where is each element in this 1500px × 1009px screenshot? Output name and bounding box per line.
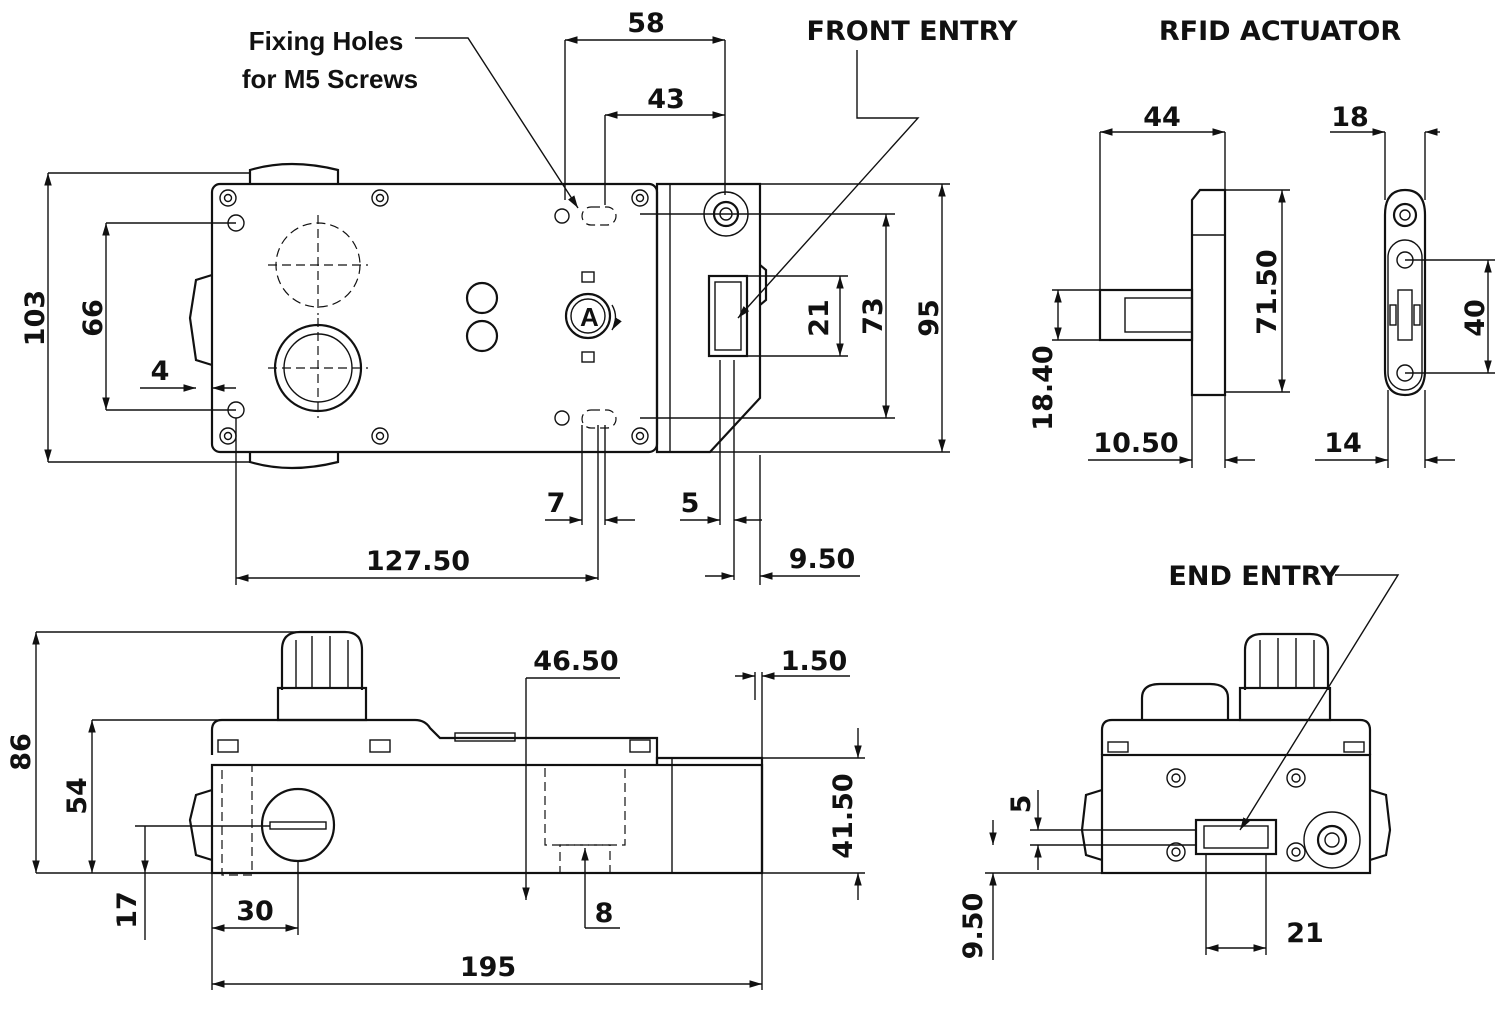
dim-17: 17 (112, 891, 143, 929)
dim-44: 44 (1143, 102, 1181, 133)
dim-7: 7 (547, 488, 566, 519)
dim-21-end: 21 (1286, 918, 1324, 949)
top-view-dimensions (44, 36, 950, 585)
dim-4: 4 (151, 356, 170, 387)
dim-73: 73 (858, 297, 889, 335)
side-view (188, 630, 764, 876)
dim-9-50-end: 9.50 (958, 893, 989, 960)
side-view-dimensions (32, 631, 865, 990)
led-indicator-icon (465, 281, 499, 315)
dim-1-50: 1.50 (781, 646, 848, 677)
fixing-holes-label-2: for M5 Screws (242, 64, 418, 94)
corner-screw-icon (219, 189, 649, 445)
dim-66: 66 (78, 299, 109, 337)
labels: Fixing Holes for M5 Screws FRONT ENTRY R… (6, 8, 1491, 983)
knob-icon (1243, 632, 1330, 690)
rfid-actuator-dimensions (1052, 128, 1495, 468)
dim-127-50: 127.50 (366, 546, 470, 577)
dim-40: 40 (1460, 299, 1491, 337)
end-screw-icon (1166, 768, 1306, 862)
rfid-actuator-front-view (1383, 188, 1427, 397)
screw-icon (260, 787, 336, 863)
dim-10-50: 10.50 (1093, 428, 1178, 459)
dim-9-50-top: 9.50 (789, 544, 856, 575)
rfid-actuator-side-view (1098, 188, 1227, 397)
dim-46-50: 46.50 (533, 646, 618, 677)
top-view: A (188, 162, 768, 470)
dim-54: 54 (62, 777, 93, 815)
dim-86: 86 (6, 733, 37, 771)
dim-95: 95 (914, 299, 945, 337)
knob-icon (280, 630, 364, 690)
dim-103: 103 (20, 290, 51, 346)
front-entry-heading: FRONT ENTRY (807, 16, 1018, 47)
key-lock-icon (564, 292, 612, 340)
dim-195: 195 (460, 952, 516, 983)
dim-8: 8 (595, 898, 614, 929)
dim-18-40: 18.40 (1028, 345, 1059, 430)
side-body-outline (210, 763, 764, 875)
dim-43: 43 (647, 84, 685, 115)
dim-18: 18 (1331, 102, 1369, 133)
dim-58: 58 (627, 8, 665, 39)
end-entry-heading: END ENTRY (1168, 561, 1340, 592)
dim-21-top: 21 (804, 299, 835, 337)
end-body-outline (1100, 753, 1372, 875)
end-hole-icon (1303, 811, 1361, 869)
dim-14: 14 (1324, 428, 1362, 459)
svg-text:A: A (580, 302, 599, 332)
actuator-head-outline (655, 182, 762, 454)
rfid-actuator-heading: RFID ACTUATOR (1159, 16, 1401, 47)
led-indicator-icon (465, 319, 499, 353)
dim-30: 30 (236, 896, 274, 927)
end-entry-slot (1194, 818, 1278, 856)
end-view (1080, 632, 1392, 875)
end-view-dimensions (985, 574, 1400, 960)
dim-5-end: 5 (1006, 795, 1037, 814)
dim-5-top: 5 (681, 488, 700, 519)
dim-41-50: 41.50 (828, 773, 859, 858)
dim-71-50: 71.50 (1252, 249, 1283, 334)
fixing-holes-label-1: Fixing Holes (249, 26, 404, 56)
